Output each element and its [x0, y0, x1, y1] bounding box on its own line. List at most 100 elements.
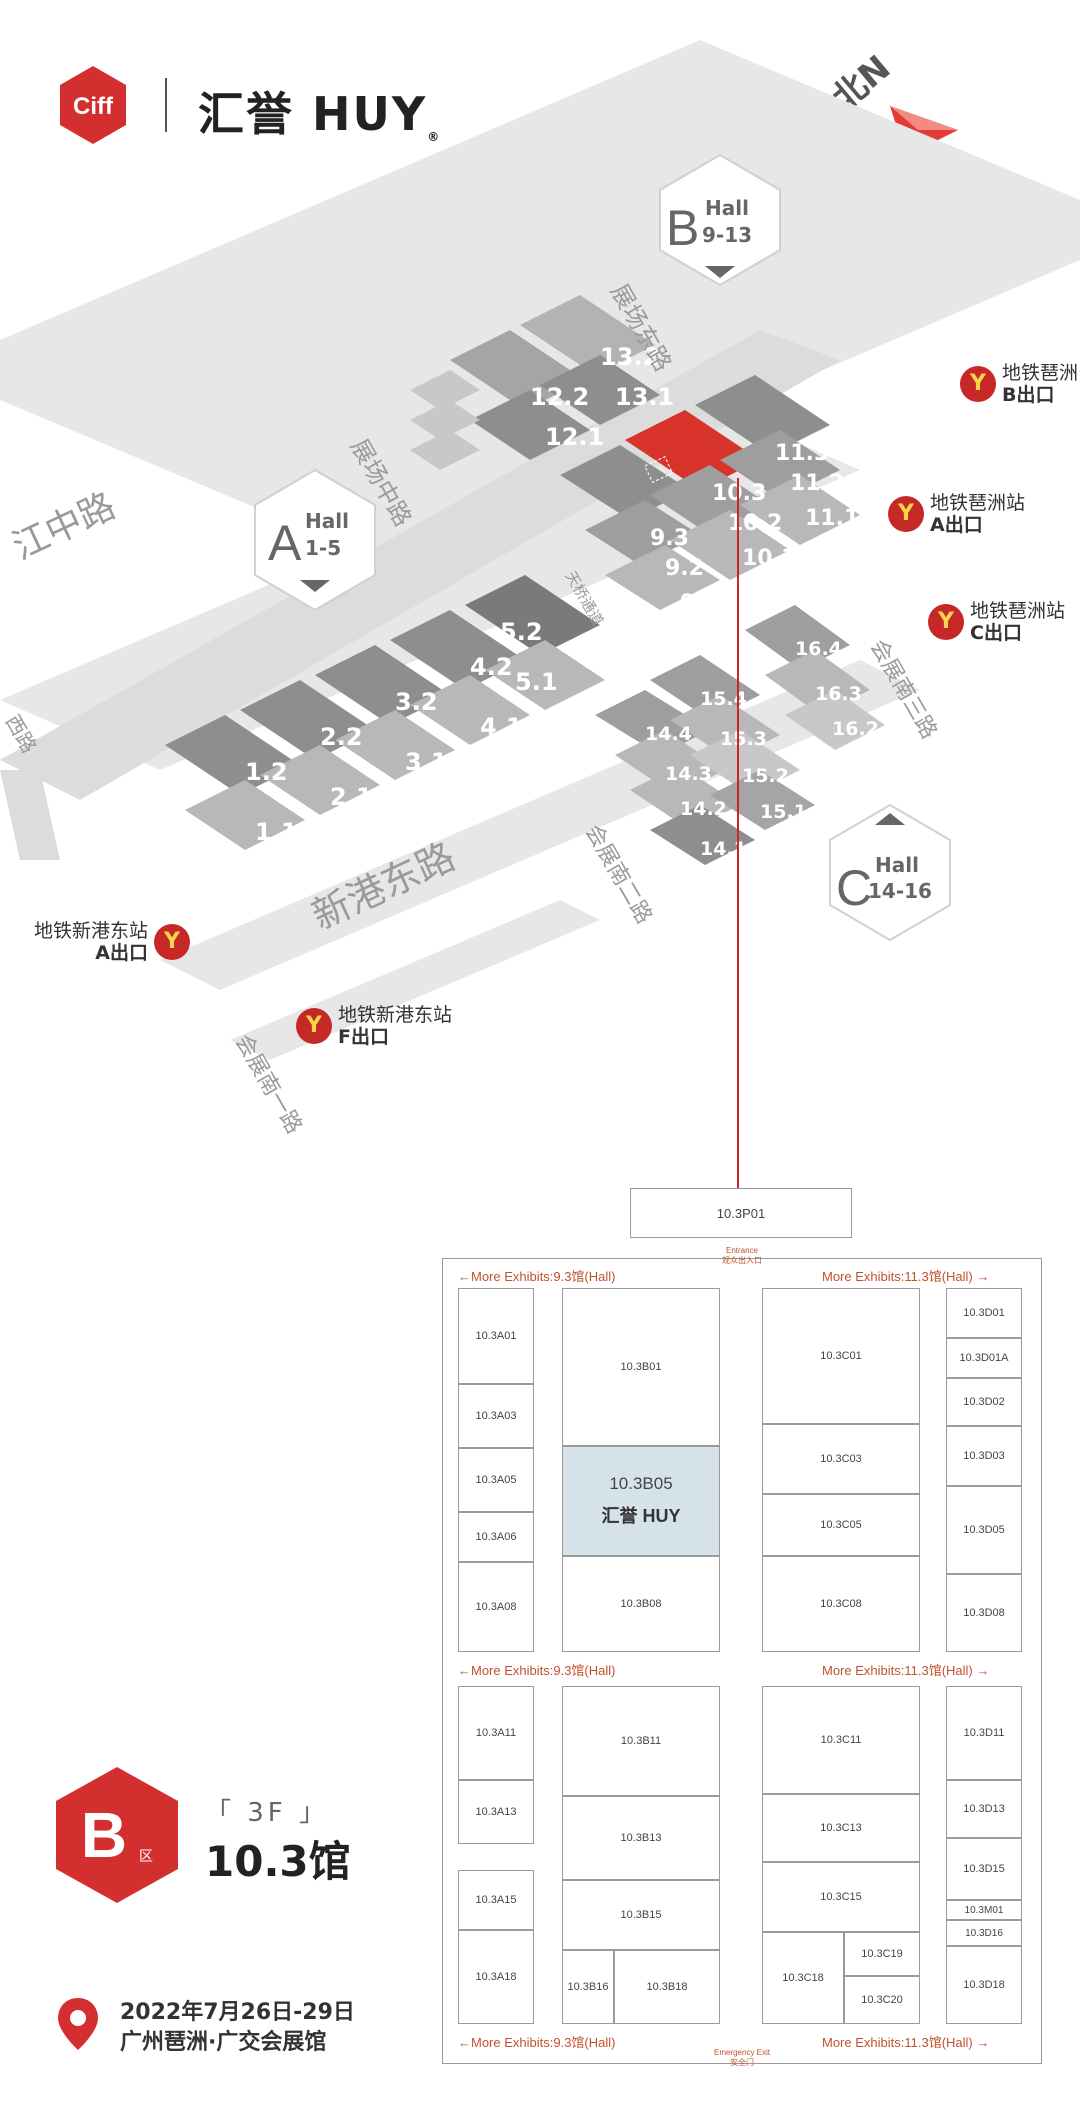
- booth-10-3d01[interactable]: 10.3D01: [946, 1288, 1022, 1338]
- booth-10-3a11[interactable]: 10.3A11: [458, 1686, 534, 1780]
- hall-12-1: 12.1: [545, 423, 604, 451]
- hall-9-1: 9.1: [680, 591, 719, 616]
- ciff-logo-text: Ciff: [73, 93, 114, 120]
- hall-badge-a-range: 1-5: [305, 536, 341, 560]
- more-exhibits-left-2[interactable]: ←More Exhibits:9.3馆(Hall): [458, 1663, 616, 1678]
- event-date: 2022年7月26日-29日: [120, 2000, 355, 2025]
- zone-floor: 「 3F 」: [205, 1798, 330, 1828]
- booth-10-3b05-label: 10.3B05: [609, 1474, 673, 1493]
- booth-10-3b16[interactable]: 10.3B16: [562, 1950, 614, 2024]
- logo-separator: [165, 78, 167, 132]
- hall-badge-c: C Hall 14-16: [829, 803, 951, 942]
- booth-10-3a18[interactable]: 10.3A18: [458, 1930, 534, 2024]
- booth-10-3d15[interactable]: 10.3D15: [946, 1838, 1022, 1900]
- event-info: 2022年7月26日-29日 广州琶洲·广交会展馆: [120, 1998, 355, 2058]
- street-huizhan-nan2: 会展南二路: [580, 821, 657, 929]
- booth-10-3c15[interactable]: 10.3C15: [762, 1862, 920, 1932]
- booth-10-3b13[interactable]: 10.3B13: [562, 1796, 720, 1880]
- more-exhibits-right-2[interactable]: More Exhibits:11.3馆(Hall) →: [822, 1663, 990, 1678]
- hall-15-3: 15.3: [720, 728, 767, 750]
- hall-14-4: 14.4: [645, 723, 692, 745]
- booth-10-3a05[interactable]: 10.3A05: [458, 1448, 534, 1512]
- booth-10-3c01[interactable]: 10.3C01: [762, 1288, 920, 1424]
- hall-badge-a-letter: A: [268, 515, 302, 571]
- hall-15-4: 15.4: [700, 688, 747, 710]
- booth-10-3a08[interactable]: 10.3A08: [458, 1562, 534, 1652]
- hall-badge-a: A Hall 1-5: [254, 468, 376, 612]
- zone-badge: B 区: [56, 1767, 178, 1903]
- booth-10-3d08[interactable]: 10.3D08: [946, 1574, 1022, 1652]
- booth-10-3b01[interactable]: 10.3B01: [562, 1288, 720, 1446]
- hall-12-2: 12.2: [530, 383, 589, 411]
- booth-10-3c18[interactable]: 10.3C18: [762, 1932, 844, 2024]
- booth-10-3d05[interactable]: 10.3D05: [946, 1486, 1022, 1574]
- booth-10-3a06[interactable]: 10.3A06: [458, 1512, 534, 1562]
- ciff-logo: Ciff: [60, 66, 126, 144]
- booth-10-3d11[interactable]: 10.3D11: [946, 1686, 1022, 1780]
- booth-10-3c05[interactable]: 10.3C05: [762, 1494, 920, 1556]
- more-exhibits-right-1[interactable]: More Exhibits:11.3馆(Hall) →: [822, 1269, 990, 1284]
- location-pointer-line: [737, 478, 739, 1200]
- registered-mark: ®: [427, 130, 442, 144]
- hall-3-2: 3.2: [395, 688, 438, 716]
- booth-10-3b18[interactable]: 10.3B18: [614, 1950, 720, 2024]
- hall-4-2: 4.2: [470, 653, 513, 681]
- floor-plan-border: [442, 1258, 1042, 2064]
- hall-badge-c-range: 14-16: [868, 879, 932, 903]
- more-exhibits-left-1[interactable]: ←More Exhibits:9.3馆(Hall): [458, 1269, 616, 1284]
- huy-logo: 汇誉 HUY®: [198, 78, 441, 144]
- hall-badge-b: B Hall 9-13: [659, 153, 781, 287]
- booth-10-3a03[interactable]: 10.3A03: [458, 1384, 534, 1448]
- hall-10-1: 10.1: [742, 546, 796, 571]
- hall-badge-c-title: Hall: [875, 853, 919, 877]
- hall-10-3: 10.3: [712, 481, 766, 506]
- hall-badge-b-letter: B: [666, 200, 699, 256]
- booth-10-3b11[interactable]: 10.3B11: [562, 1686, 720, 1796]
- booth-10-3d18[interactable]: 10.3D18: [946, 1946, 1022, 2024]
- huy-logo-text: 汇誉 HUY: [198, 87, 428, 141]
- hall-badge-b-title: Hall: [705, 196, 749, 220]
- hall-11-1: 11.1: [805, 506, 859, 531]
- booth-10-3c19[interactable]: 10.3C19: [844, 1932, 920, 1976]
- hall-3-1: 3.1: [405, 748, 448, 776]
- booth-10-3d01a[interactable]: 10.3D01A: [946, 1338, 1022, 1378]
- booth-10-3d13[interactable]: 10.3D13: [946, 1780, 1022, 1838]
- more-exhibits-left-3[interactable]: ←More Exhibits:9.3馆(Hall): [458, 2035, 616, 2050]
- more-exhibits-right-3[interactable]: More Exhibits:11.3馆(Hall) →: [822, 2035, 990, 2050]
- booth-10-3c08[interactable]: 10.3C08: [762, 1556, 920, 1652]
- booth-10-3b08[interactable]: 10.3B08: [562, 1556, 720, 1652]
- booth-10-3a01[interactable]: 10.3A01: [458, 1288, 534, 1384]
- booth-10-3c11[interactable]: 10.3C11: [762, 1686, 920, 1794]
- hall-badge-b-range: 9-13: [702, 223, 752, 247]
- booth-10-3d03[interactable]: 10.3D03: [946, 1426, 1022, 1486]
- hall-1-2: 1.2: [245, 758, 288, 786]
- hall-16-3: 16.3: [815, 683, 862, 705]
- booth-10-3b05-highlight[interactable]: 10.3B05 汇誉 HUY: [562, 1446, 720, 1556]
- booth-10-3a13[interactable]: 10.3A13: [458, 1780, 534, 1844]
- hall-13-1: 13.1: [615, 383, 674, 411]
- hall-1-1: 1.1: [255, 818, 298, 846]
- booth-10-3d02[interactable]: 10.3D02: [946, 1378, 1022, 1426]
- hall-15-2: 15.2: [742, 765, 789, 787]
- hall-15-1: 15.1: [760, 801, 807, 823]
- hall-11-2: 11.2: [790, 471, 844, 496]
- hall-14-3: 14.3: [665, 763, 712, 785]
- booth-10-3c03[interactable]: 10.3C03: [762, 1424, 920, 1494]
- zone-letter: B: [81, 1799, 127, 1871]
- booth-10-3m01[interactable]: 10.3M01: [946, 1900, 1022, 1920]
- booth-10-3c13[interactable]: 10.3C13: [762, 1794, 920, 1862]
- hall-10-2: 10.2: [728, 511, 782, 536]
- metro-icon: Y: [960, 366, 996, 402]
- booth-10-3d16[interactable]: 10.3D16: [946, 1920, 1022, 1946]
- hall-14-2: 14.2: [680, 798, 727, 820]
- hall-2-1: 2.1: [330, 783, 373, 811]
- booth-10-3p01[interactable]: 10.3P01: [630, 1188, 852, 1238]
- booth-10-3c20[interactable]: 10.3C20: [844, 1976, 920, 2024]
- metro-icon: Y: [928, 604, 964, 640]
- hall-5-1: 5.1: [515, 668, 558, 696]
- hall-13-2: 13.2: [600, 343, 659, 371]
- booth-10-3a15[interactable]: 10.3A15: [458, 1870, 534, 1930]
- booth-10-3b15[interactable]: 10.3B15: [562, 1880, 720, 1950]
- hall-16-2: 16.2: [832, 718, 879, 740]
